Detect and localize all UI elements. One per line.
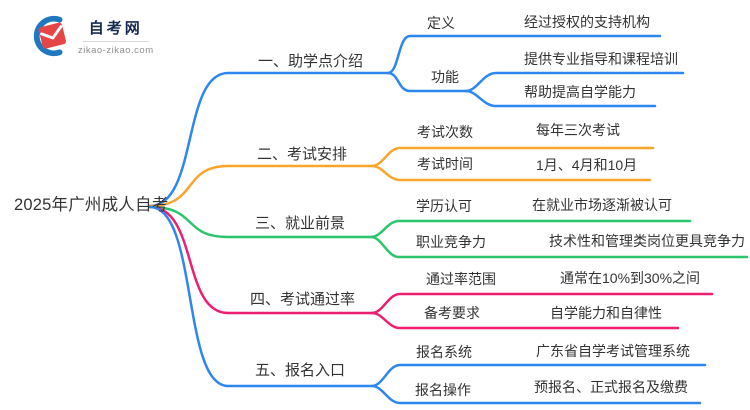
branch-5-topic-label: 五、报名入口	[255, 362, 346, 379]
branch-5-child-2-line	[370, 384, 702, 405]
branch-4-child-2-line	[370, 311, 680, 330]
logo-title: 自考网	[82, 17, 149, 42]
branch-1-main-line	[148, 71, 390, 208]
branch-3-main-line	[148, 205, 373, 239]
branch-4-lines	[148, 205, 714, 330]
branch-2-child-2-line	[370, 164, 652, 182]
graduation-cap-icon	[33, 15, 67, 57]
branch-2-child-1-label: 考试次数	[417, 124, 473, 140]
branch-1-leaf-2-1-label: 提供专业指导和课程培训	[524, 51, 678, 67]
branch-5-leaf-1-1-label: 广东省自学考试管理系统	[536, 343, 690, 359]
branch-3-topic-label: 三、就业前景	[255, 215, 346, 232]
logo-text: 自考网 zikao-zikao.com	[78, 17, 154, 56]
branch-3-lines	[148, 205, 749, 259]
branch-1-child-1-line	[386, 34, 662, 75]
branch-1-leaf-1-1-label: 经过授权的支持机构	[524, 14, 650, 30]
branch-4-leaf-1-1-label: 通常在10%到30%之间	[560, 270, 701, 286]
branch-4-topic-label: 四、考试通过率	[250, 291, 356, 308]
branch-1-lines	[148, 34, 685, 208]
branch-2-leaf-1-1-label: 每年三次考试	[536, 122, 620, 138]
branch-5-leaf-2-1-label: 预报名、正式报名及缴费	[534, 379, 688, 395]
root-node-label: 2025年广州成人自考	[14, 196, 169, 214]
branch-1-topic-label: 一、助学点介绍	[258, 53, 364, 70]
branch-3-child-2-label: 职业竞争力	[416, 234, 486, 250]
branch-2-child-2-label: 考试时间	[417, 156, 473, 172]
site-logo: 自考网 zikao-zikao.com	[28, 13, 154, 59]
branch-4-main-line	[148, 205, 374, 315]
branch-4-child-1-label: 通过率范围	[426, 271, 496, 287]
logo-subtitle: zikao-zikao.com	[78, 44, 154, 56]
branch-5-child-1-label: 报名系统	[416, 344, 472, 360]
branch-5-lines	[148, 205, 707, 405]
branch-4-child-2-label: 备考要求	[424, 305, 480, 321]
branch-5-child-2-label: 报名操作	[415, 382, 471, 398]
branch-2-leaf-2-1-label: 1月、4月和10月	[536, 157, 638, 173]
branch-3-child-1-label: 学历认可	[416, 198, 472, 214]
branch-5-main-line	[148, 205, 374, 388]
branch-2-main-line	[148, 164, 374, 208]
branch-2-lines	[148, 146, 655, 208]
branch-4-leaf-2-1-label: 自学能力和自律性	[550, 305, 662, 321]
branch-1-child-2-line	[386, 71, 468, 93]
branch-3-leaf-2-1-label: 技术性和管理类岗位更具竞争力	[549, 233, 745, 249]
branch-1-child-2-label: 功能	[431, 69, 459, 85]
branch-3-leaf-1-1-label: 在就业市场逐渐被认可	[532, 197, 672, 213]
branch-1-child-1-label: 定义	[427, 15, 455, 31]
branch-2-topic-label: 二、考试安排	[257, 146, 348, 163]
branch-1-leaf-2-line	[464, 89, 657, 108]
branch-1-leaf-2-2-label: 帮助提高自学能力	[524, 84, 636, 100]
branch-3-child-2-line	[369, 235, 749, 259]
